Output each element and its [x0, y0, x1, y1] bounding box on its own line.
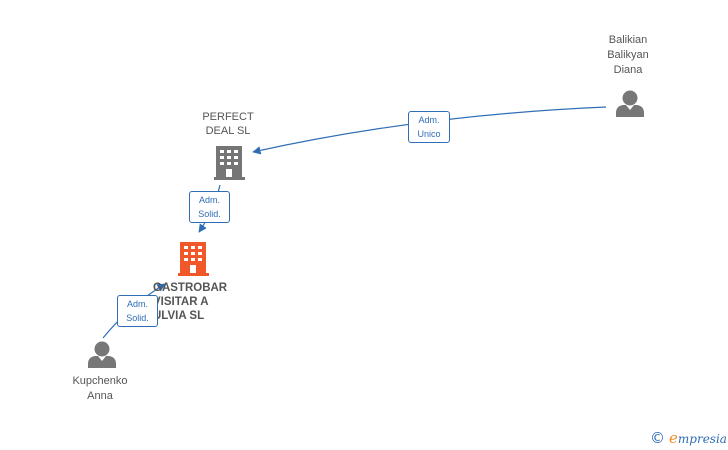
copyright-icon: © [650, 429, 665, 447]
node-label-line: PERFECT [202, 111, 254, 123]
relation-label-line: Unico [417, 129, 441, 139]
person-icon [88, 341, 116, 368]
brand-logo: empresia [669, 429, 727, 448]
brand-logo-text: mpresia [677, 431, 727, 446]
node-label-line: Anna [87, 390, 113, 402]
relation-label-line: Adm. [126, 299, 148, 309]
person-label-balikian[interactable]: Balikian Balikyan Diana [595, 33, 661, 78]
brand-logo-initial: e [669, 428, 678, 447]
relation-label-line: Adm. [198, 195, 220, 205]
relation-label-adm-solid[interactable]: Adm. Solid. [189, 191, 230, 223]
person-label-kupchenko[interactable]: Kupchenko Anna [64, 374, 136, 404]
node-label-line: Diana [613, 64, 643, 76]
company-label-perfect-deal[interactable]: PERFECT DEAL SL [197, 110, 259, 138]
node-label-line: Balikian [608, 34, 648, 46]
relation-label-line: Solid. [126, 313, 149, 323]
person-icon [616, 90, 644, 117]
company-label-gastrobar[interactable]: GASTROBAR VISITAR A ULVIA SL [153, 281, 243, 323]
relation-label-line: Solid. [198, 209, 221, 219]
node-label-line: ULVIA SL [153, 310, 205, 322]
building-icon [178, 242, 209, 276]
node-label-line: DEAL SL [205, 125, 251, 137]
node-label-line: VISITAR A [153, 296, 209, 308]
node-label-line: Balikyan [607, 49, 649, 61]
node-label-line: GASTROBAR [153, 282, 228, 294]
relation-label-adm-solid[interactable]: Adm. Solid. [117, 295, 158, 327]
brand-watermark: © empresia [650, 429, 727, 448]
relation-label-adm-unico[interactable]: Adm. Unico [408, 111, 450, 143]
relation-label-line: Adm. [418, 115, 440, 125]
building-icon [214, 146, 245, 180]
node-label-line: Kupchenko [72, 375, 128, 387]
